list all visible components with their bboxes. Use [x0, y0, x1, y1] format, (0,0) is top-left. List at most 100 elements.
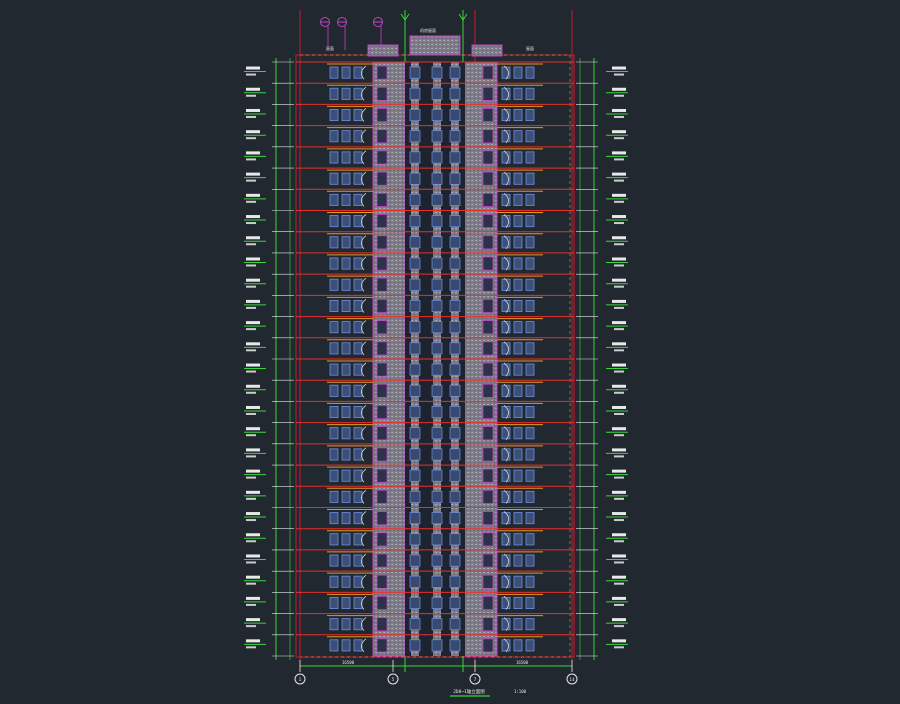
balcony-curve-right	[503, 129, 509, 144]
column-window-right	[482, 277, 494, 292]
window-left	[353, 554, 363, 567]
balcony-curve-right	[503, 511, 509, 525]
window-right	[501, 66, 511, 79]
balcony-curve-left	[361, 638, 367, 653]
level-sub-right	[614, 306, 624, 309]
window-left	[329, 87, 339, 100]
core-window	[409, 342, 421, 355]
window-left	[353, 130, 363, 143]
column-window-right	[482, 150, 494, 165]
window-right	[525, 236, 535, 249]
window-left	[353, 172, 363, 185]
window-right	[525, 554, 535, 567]
level-sub-left	[246, 115, 256, 118]
column-window-left	[376, 383, 388, 398]
core-window	[449, 384, 461, 397]
level-text-left	[246, 342, 260, 346]
balcony-curve-left	[361, 553, 367, 568]
column-window-right	[482, 532, 494, 547]
column-window-right	[482, 468, 494, 483]
window-left	[329, 257, 339, 270]
axis-tag: 1	[299, 677, 302, 683]
window-right	[525, 533, 535, 546]
window-left	[341, 512, 351, 525]
balcony-curve-right	[503, 617, 509, 632]
balcony-curve-right	[503, 150, 509, 165]
window-left	[341, 384, 351, 397]
core-window	[431, 469, 443, 482]
level-sub-left	[246, 137, 256, 140]
window-right	[501, 299, 511, 312]
balcony-curve-left	[361, 341, 367, 356]
level-sub-right	[614, 497, 624, 500]
column-window-right	[482, 341, 494, 356]
balcony-curve-left	[361, 596, 367, 610]
window-left	[341, 66, 351, 79]
balcony-curve-right	[503, 65, 509, 80]
core-window	[431, 321, 443, 334]
dim-label: 16500	[342, 660, 355, 665]
level-text-left	[246, 321, 260, 325]
window-right	[501, 87, 511, 100]
window-right	[513, 151, 523, 164]
window-right	[501, 193, 511, 206]
window-right	[525, 469, 535, 482]
level-sub-left	[246, 625, 256, 628]
window-left	[353, 596, 363, 609]
balcony-curve-right	[503, 596, 509, 610]
window-left	[329, 151, 339, 164]
core-window	[431, 172, 443, 185]
core-window	[449, 639, 461, 652]
north-arrow	[400, 13, 410, 21]
level-sub-right	[614, 243, 624, 246]
window-left	[329, 236, 339, 249]
window-right	[525, 363, 535, 376]
level-sub-right	[614, 94, 624, 97]
level-sub-right	[614, 561, 624, 564]
level-text-right	[612, 618, 626, 622]
window-left	[341, 257, 351, 270]
balcony-curve-right	[503, 574, 509, 589]
window-left	[329, 278, 339, 291]
window-left	[353, 469, 363, 482]
window-left	[341, 448, 351, 461]
window-left	[341, 363, 351, 376]
core-window	[431, 342, 443, 355]
balcony-curve-right	[503, 468, 509, 483]
level-sub-right	[614, 200, 624, 203]
balcony-curve-left	[361, 532, 367, 547]
level-text-left	[246, 575, 260, 579]
window-left	[353, 66, 363, 79]
core-window	[449, 109, 461, 121]
drawing-title: 2D0~1轴立面图	[453, 688, 485, 695]
window-right	[501, 130, 511, 143]
window-right	[525, 384, 535, 397]
level-sub-left	[246, 306, 256, 309]
floor-grid	[296, 61, 574, 653]
window-right	[513, 639, 523, 652]
window-right	[513, 490, 523, 503]
column-window-left	[376, 256, 388, 271]
column-window-left	[376, 595, 388, 610]
window-right	[513, 596, 523, 609]
core-window	[449, 66, 461, 79]
window-left	[353, 109, 363, 122]
core-window	[449, 448, 461, 461]
level-text-right	[612, 215, 626, 219]
core-window	[431, 554, 443, 567]
column-window-left	[376, 617, 388, 632]
axis-tag: 7	[474, 677, 477, 683]
window-left	[341, 172, 351, 185]
window-left	[341, 406, 351, 419]
column-window-right	[482, 405, 494, 420]
level-sub-right	[614, 455, 624, 458]
axis-circle	[469, 673, 481, 685]
window-left	[329, 172, 339, 185]
core-window	[449, 236, 461, 249]
window-left	[341, 469, 351, 482]
machine-room	[409, 35, 461, 56]
axis-circle	[387, 673, 399, 685]
window-right	[525, 299, 535, 312]
window-right	[513, 512, 523, 525]
